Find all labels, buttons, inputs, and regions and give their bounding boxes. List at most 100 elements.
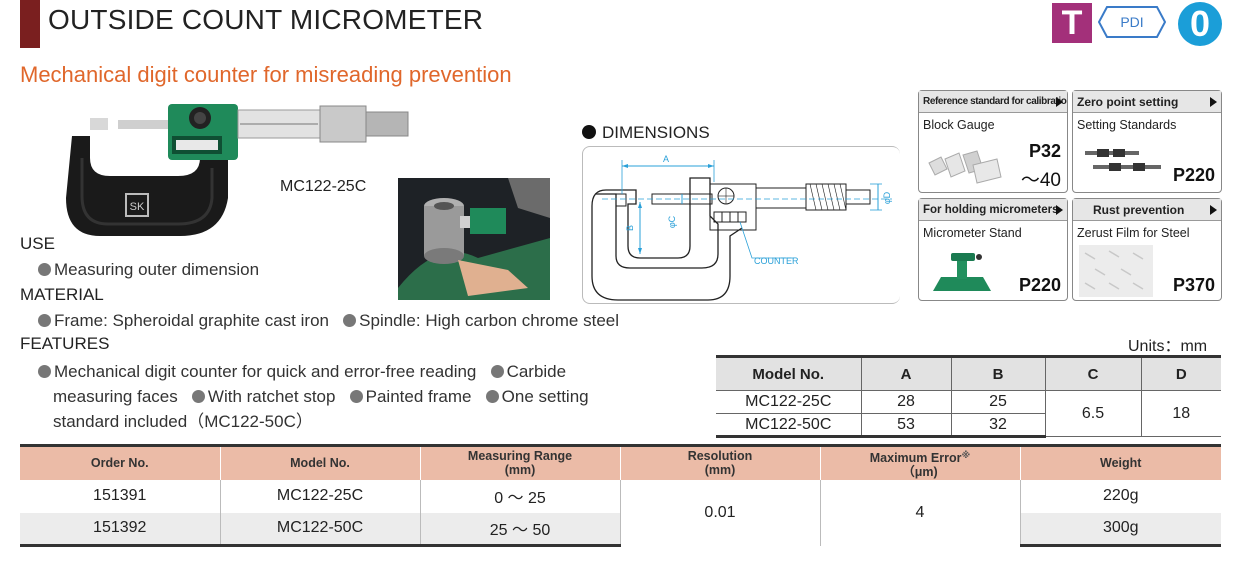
feature-item: Painted frame	[365, 387, 472, 406]
col-order-no: Order No.	[20, 444, 221, 480]
material-item: Spindle: High carbon chrome steel	[359, 311, 620, 330]
material-list: Frame: Spheroidal graphite cast iron Spi…	[38, 308, 619, 333]
units-label: Units：mm	[1128, 338, 1208, 355]
card-rust-prevention[interactable]: Rust prevention Zerust Film for Steel P3…	[1072, 198, 1222, 301]
features-line: Mechanical digit counter for quick and e…	[38, 359, 589, 384]
bullet-icon	[191, 390, 205, 403]
page-title: OUTSIDE COUNT MICROMETER	[48, 4, 484, 35]
micrometer-photo: SK	[66, 104, 409, 236]
feature-item: standard included（MC122-50C）	[53, 412, 313, 431]
card-holding-micrometers-title: For holding micrometers	[919, 199, 1067, 221]
col-measuring-range: Measuring Range(mm)	[419, 444, 621, 480]
card-rust-prevention-title: Rust prevention	[1073, 199, 1221, 221]
features-line: standard included（MC122-50C）	[38, 409, 589, 434]
cell-model-no: MC122-25C	[219, 479, 421, 513]
cell-maximum-error: 4	[819, 479, 1021, 546]
card-zero-point-setting[interactable]: Zero point setting Setting Standards P22…	[1072, 90, 1222, 193]
dimensions-diagram: A B φC φD COUNTER	[591, 154, 892, 301]
bullet-icon	[38, 314, 51, 327]
use-item: Measuring outer dimension	[54, 260, 260, 279]
material-item: Frame: Spheroidal graphite cast iron	[54, 311, 329, 330]
block-gauge-icon	[928, 150, 1002, 184]
features-list: Mechanical digit counter for quick and e…	[38, 359, 589, 434]
cell-model-no: MC122-50C	[219, 512, 421, 547]
bullet-icon	[485, 390, 499, 403]
card-reference-standard-page: P32	[1028, 141, 1061, 161]
card-zero-point-setting-page: P220	[1172, 165, 1215, 185]
micrometer-stand-icon	[933, 253, 991, 291]
cell-b: 25	[950, 390, 1046, 414]
dimensions-heading: DIMENSIONS	[582, 123, 710, 143]
cell-order-no: 151392	[20, 512, 221, 547]
cell-order-no: 151391	[20, 479, 221, 513]
dimensions-heading-text: DIMENSIONS	[602, 123, 710, 142]
table-row: MC122-50C 53 32	[716, 413, 1221, 438]
title-accent-bar	[20, 0, 40, 48]
card-reference-standard-page-range: ～40	[1020, 170, 1061, 191]
photo-logo-text: SK	[130, 201, 145, 213]
dim-label-c: φC	[667, 215, 677, 228]
card-reference-standard-title: Reference standard for calibration	[919, 91, 1067, 113]
col-weight: Weight	[1019, 444, 1221, 480]
dimensions-bullet-icon	[582, 125, 596, 139]
cell-b: 32	[950, 413, 1045, 438]
dim-label-d: φD	[882, 191, 892, 204]
dimensions-table-header: Model No. A B C D	[716, 355, 1221, 391]
feature-item: Carbide	[506, 362, 567, 381]
col-c: C	[1044, 355, 1142, 391]
dim-label-a: A	[663, 154, 669, 164]
order-table: Order No. Model No. Measuring Range(mm) …	[20, 444, 1221, 547]
bullet-icon	[343, 314, 357, 327]
arrow-right-icon	[1056, 97, 1063, 107]
col-model-no: Model No.	[219, 444, 421, 480]
usage-photo	[398, 178, 550, 300]
badge-zero-icon: 0	[1178, 2, 1222, 46]
arrow-right-icon	[1210, 97, 1217, 107]
cell-weight: 300g	[1019, 512, 1221, 547]
cell-model: MC122-25C	[716, 390, 862, 414]
features-line: measuring faces With ratchet stop Painte…	[38, 384, 589, 409]
material-heading: MATERIAL	[20, 285, 104, 304]
col-model: Model No.	[716, 355, 862, 391]
cell-a: 53	[860, 413, 952, 438]
col-b: B	[950, 355, 1046, 391]
cell-weight: 220g	[1019, 479, 1221, 513]
card-holding-micrometers[interactable]: For holding micrometers Micrometer Stand…	[918, 198, 1068, 301]
card-zero-point-setting-title: Zero point setting	[1073, 91, 1221, 113]
bullet-icon	[490, 365, 504, 378]
col-maximum-error: Maximum Error※（μm)	[819, 444, 1021, 480]
dimensions-table: Model No. A B C D MC122-25C 28 25 6.5 18…	[716, 355, 1221, 438]
page-subtitle: Mechanical digit counter for misreading …	[20, 62, 512, 87]
cell-measuring-range: 25 ～ 50	[419, 512, 621, 547]
badge-t-icon: T	[1052, 3, 1092, 43]
col-resolution: Resolution(mm)	[619, 444, 821, 480]
card-holding-micrometers-page: P220	[1018, 275, 1061, 295]
table-row: 151391 MC122-25C 0 ～ 25 0.01 4 220g	[20, 479, 1221, 546]
badge-pdi-icon: PDI	[1098, 6, 1166, 38]
features-heading: FEATURES	[20, 334, 110, 353]
bullet-icon	[349, 390, 363, 403]
feature-item: One setting	[501, 387, 589, 406]
card-zero-point-setting-sub: Setting Standards	[1077, 118, 1177, 132]
feature-item: measuring faces	[53, 387, 178, 406]
feature-item: Mechanical digit counter for quick and e…	[54, 362, 477, 381]
order-table-header: Order No. Model No. Measuring Range(mm) …	[20, 444, 1221, 480]
col-a: A	[860, 355, 952, 391]
arrow-right-icon	[1056, 205, 1063, 215]
badge-zero-label: 0	[1189, 3, 1211, 44]
feature-item: With ratchet stop	[207, 387, 336, 406]
dim-label-counter: COUNTER	[754, 256, 799, 266]
col-d: D	[1140, 355, 1221, 391]
card-rust-prevention-page: P370	[1172, 275, 1215, 295]
cell-d: 18	[1140, 390, 1221, 437]
bullet-icon	[38, 263, 51, 276]
card-rust-prevention-sub: Zerust Film for Steel	[1077, 226, 1190, 240]
card-reference-standard[interactable]: Reference standard for calibration Block…	[918, 90, 1068, 193]
cell-resolution: 0.01	[619, 479, 821, 546]
cell-model: MC122-50C	[716, 413, 862, 438]
cell-c: 6.5	[1044, 390, 1142, 437]
dimensions-frame	[582, 146, 900, 304]
table-row: MC122-25C 28 25 6.5 18	[716, 390, 1221, 437]
setting-standards-icon	[1085, 149, 1161, 171]
use-heading: USE	[20, 234, 55, 253]
